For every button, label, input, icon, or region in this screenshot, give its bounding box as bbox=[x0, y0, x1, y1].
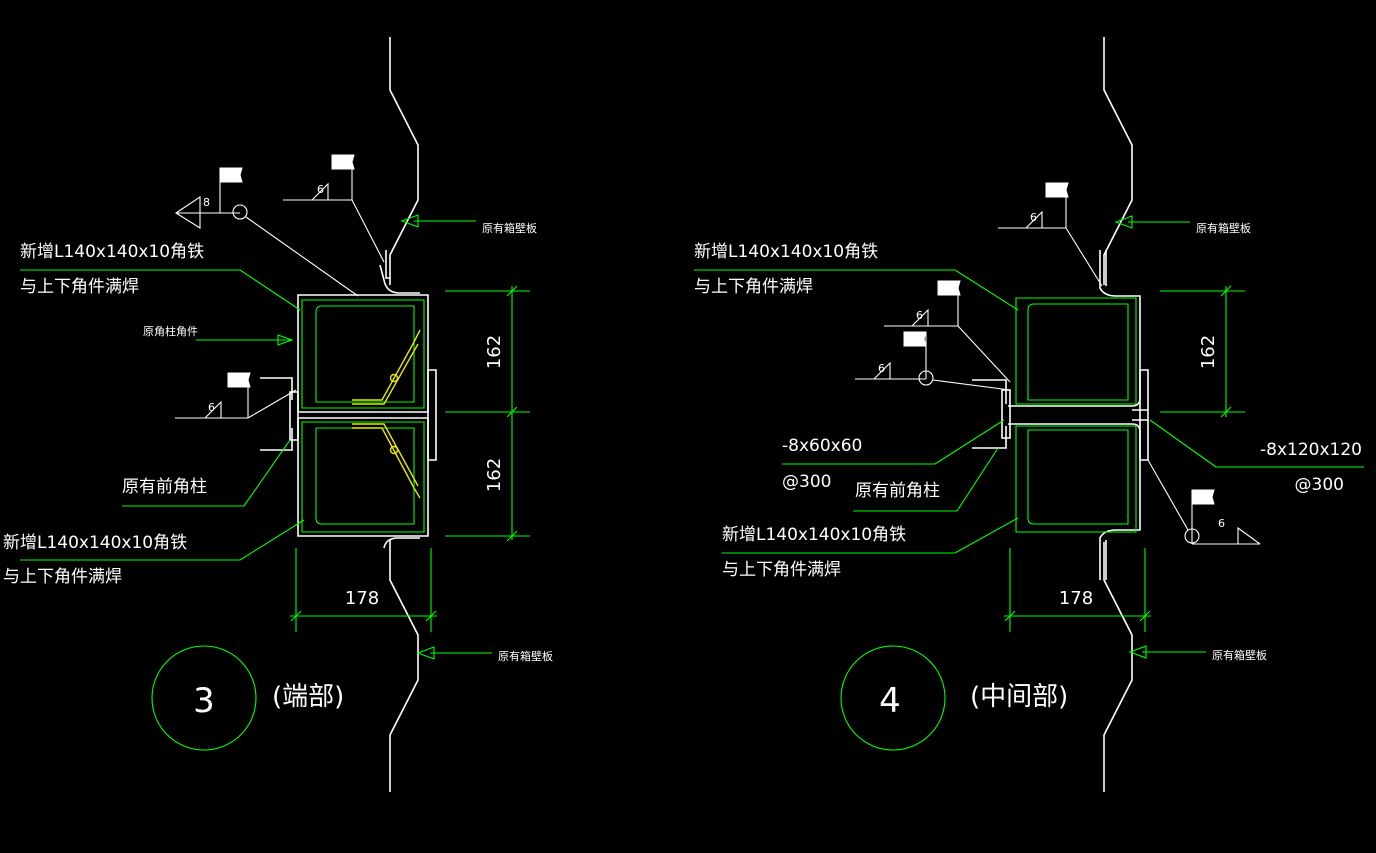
detail-4-caption: (中间部) bbox=[970, 682, 1068, 712]
weld-symbol-8 bbox=[174, 167, 359, 297]
label-orig-wall-panel-top-4: 原有箱壁板 bbox=[1196, 221, 1251, 235]
weld-6-mid-text: 6 bbox=[208, 401, 215, 414]
weld-symbol-6-b bbox=[855, 331, 1011, 391]
leaders bbox=[20, 214, 492, 660]
weld-symbol-6-right bbox=[1147, 459, 1261, 545]
original-post-outline-4 bbox=[972, 250, 1149, 580]
dim-162-bottom-text: 162 bbox=[484, 458, 505, 492]
label-weld-4b: 与上下角件满焊 bbox=[722, 560, 841, 580]
dimension-162-4 bbox=[1160, 285, 1245, 418]
label-orig-front-post: 原有前角柱 bbox=[122, 477, 207, 497]
label-orig-wall-panel: 原有箱壁板 bbox=[482, 221, 537, 235]
wall-panel-top-4 bbox=[1103, 37, 1133, 285]
stiffeners bbox=[352, 329, 421, 499]
weld-symbol-6-a bbox=[884, 280, 1011, 383]
label-new-angle-4: 新增L140x140x10角铁 bbox=[694, 242, 878, 262]
dimension-162-bottom bbox=[445, 530, 530, 542]
dim-162-top-text: 162 bbox=[484, 335, 505, 369]
label-weld: 与上下角件满焊 bbox=[20, 277, 139, 297]
weld-6-a-text: 6 bbox=[916, 309, 923, 322]
weld-6-top-4-text: 6 bbox=[1030, 211, 1037, 224]
label-orig-wall-panel-bottom-4: 原有箱壁板 bbox=[1212, 648, 1267, 662]
label-plate-left: -8x60x60 bbox=[782, 436, 862, 456]
new-angle-outline-4 bbox=[1015, 297, 1137, 533]
label-orig-wall-panel-bottom: 原有箱壁板 bbox=[498, 649, 553, 663]
detail-3-circle bbox=[151, 645, 257, 751]
label-new-angle-2: 新增L140x140x10角铁 bbox=[3, 533, 187, 553]
detail-4-number: 4 bbox=[879, 681, 901, 721]
weld-8-text: 8 bbox=[203, 196, 210, 209]
weld-6-b-text: 6 bbox=[878, 362, 885, 375]
detail-3: 162 162 178 8 bbox=[3, 37, 553, 792]
detail-4: 162 178 6 6 bbox=[694, 37, 1364, 792]
weld-symbol-6-mid bbox=[175, 372, 297, 419]
dim-162-4-text: 162 bbox=[1198, 335, 1219, 369]
detail-3-number: 3 bbox=[193, 681, 215, 721]
label-orig-front-post-4: 原有前角柱 bbox=[855, 481, 940, 501]
label-plate-right: -8x120x120 bbox=[1260, 440, 1362, 460]
dimension-162-top bbox=[445, 285, 530, 540]
weld-symbol-6-top bbox=[283, 154, 385, 263]
dim-178-4-text: 178 bbox=[1059, 588, 1093, 609]
label-plate-left-spacing: @300 bbox=[782, 472, 831, 492]
weld-symbol-6-top-4 bbox=[998, 182, 1103, 287]
label-weld-4: 与上下角件满焊 bbox=[694, 277, 813, 297]
label-orig-corner-piece: 原角柱角件 bbox=[143, 324, 198, 338]
original-post-outline bbox=[260, 250, 437, 549]
weld-6-top-text: 6 bbox=[317, 183, 324, 196]
wall-panel-bottom-4 bbox=[1103, 542, 1133, 792]
label-new-angle-4b: 新增L140x140x10角铁 bbox=[722, 525, 906, 545]
detail-4-circle bbox=[840, 645, 946, 751]
dim-178-text: 178 bbox=[345, 588, 379, 609]
detail-3-caption: (端部) bbox=[272, 682, 344, 712]
label-new-angle: 新增L140x140x10角铁 bbox=[20, 242, 204, 262]
label-weld-2: 与上下角件满焊 bbox=[3, 567, 122, 587]
label-plate-right-spacing: @300 bbox=[1295, 475, 1344, 495]
dimension-178-4 bbox=[1004, 548, 1151, 632]
wall-panel-top bbox=[389, 37, 419, 285]
dimension-178 bbox=[290, 548, 437, 632]
weld-6-right-text: 6 bbox=[1218, 517, 1225, 530]
new-angle-outline bbox=[301, 299, 425, 533]
wall-panel-bottom bbox=[389, 540, 419, 792]
leaders-4 bbox=[694, 215, 1364, 659]
